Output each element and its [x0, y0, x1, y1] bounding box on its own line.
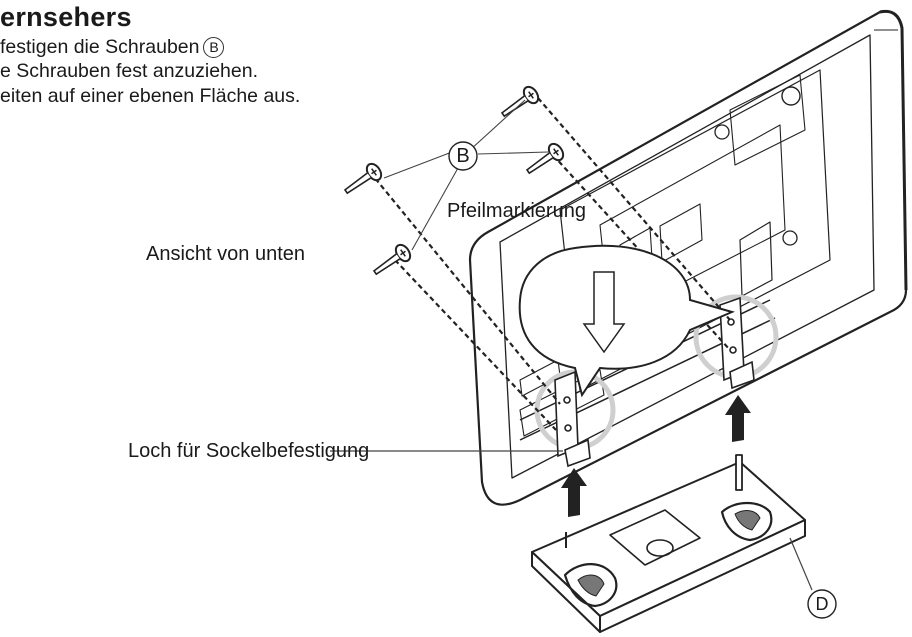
arrow-marking-label: Pfeilmarkierung	[447, 200, 586, 222]
screw-left-lower	[372, 243, 412, 276]
arrow-marking-callout	[518, 244, 735, 398]
tv-back-panel	[468, 9, 908, 506]
screw-label-circle	[448, 141, 478, 171]
instruction-line-2: e Schrauben fest anzuziehen.	[0, 60, 259, 82]
bottom-view-label: Ansicht von unten	[146, 243, 305, 265]
stand-label-circle	[807, 589, 837, 619]
down-arrow-icon	[582, 271, 626, 354]
screw-label: B	[456, 145, 470, 167]
screw-leader-lines	[383, 99, 549, 251]
stand-leader-line	[789, 537, 813, 591]
left-post	[554, 370, 591, 468]
up-arrow-right-icon	[725, 395, 751, 442]
stand-base	[531, 454, 806, 633]
screw-b-marker: B	[203, 37, 225, 58]
screw-top-right	[525, 142, 565, 175]
section-heading: ernsehers	[0, 2, 132, 32]
instruction-line-3: eiten auf einer ebenen Fläche aus.	[0, 85, 301, 107]
stand-label: D	[815, 594, 829, 614]
base-hole-label: Loch für Sockelbefestigung	[128, 440, 370, 462]
screw-top-center	[500, 85, 540, 118]
screw-left-upper	[343, 162, 383, 195]
instruction-line-1-text: festigen die Schrauben	[0, 36, 200, 58]
up-arrow-left-icon	[561, 468, 587, 517]
right-post	[719, 296, 755, 390]
